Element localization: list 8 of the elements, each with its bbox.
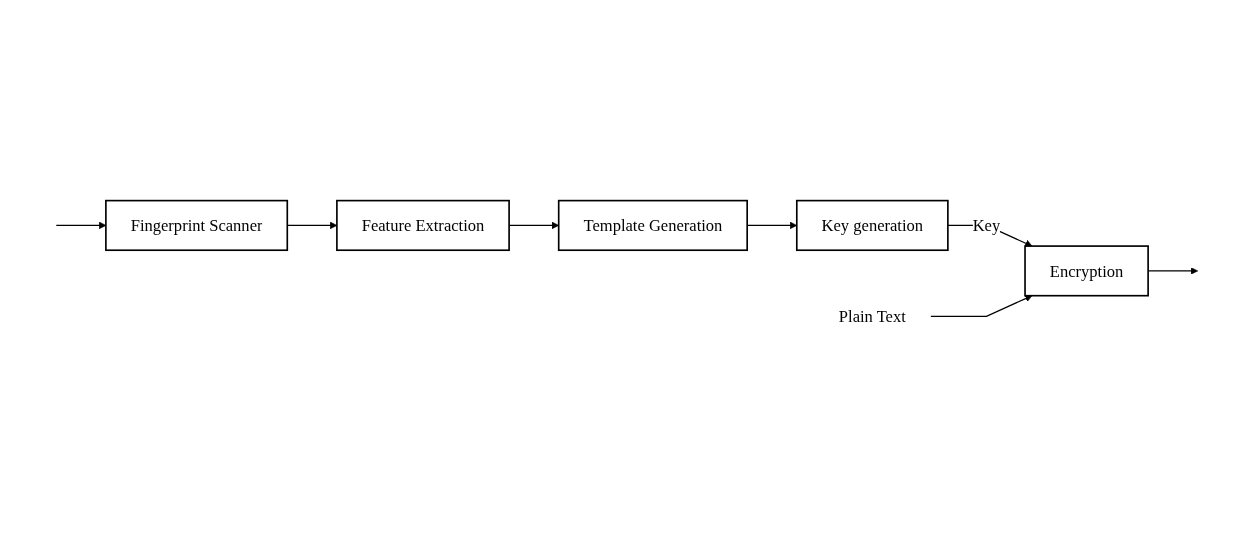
arrow	[930, 295, 1033, 318]
node-box: Fingerprint Scanner	[105, 199, 289, 252]
node-box: Encryption	[1024, 245, 1149, 297]
node-box: Key generation	[795, 199, 949, 252]
node-box: Template Generation	[557, 199, 748, 252]
node-box: Feature Extraction	[336, 199, 510, 252]
edge-label: Key	[972, 216, 1001, 235]
node-text: Plain Text	[838, 307, 906, 326]
